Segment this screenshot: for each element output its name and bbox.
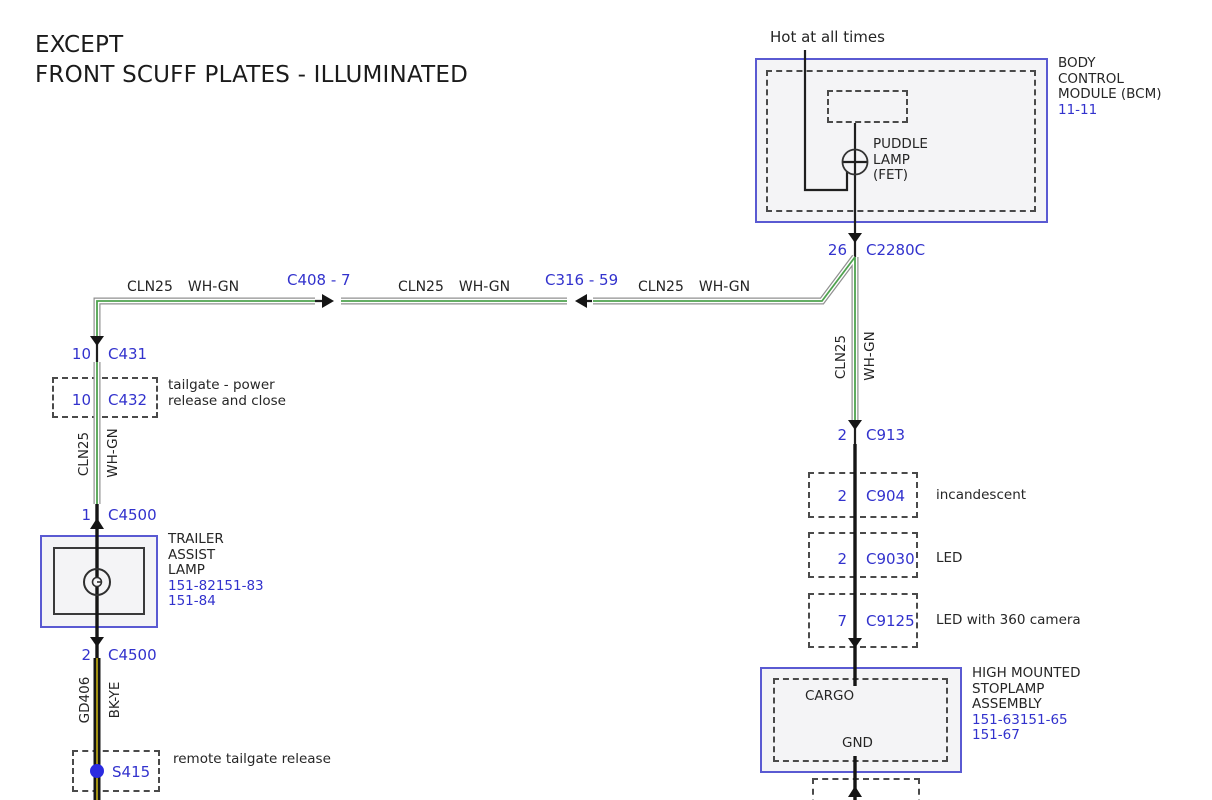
trailer-lamp-line1: TRAILER	[168, 531, 224, 547]
wire-label-seg3: CLN25 WH-GN	[638, 279, 750, 295]
trailer-assist-lamp-label: TRAILER ASSIST LAMP 151-82151-83 151-84	[168, 531, 264, 610]
trailer-lamp-page-ref2[interactable]: 151-84	[168, 593, 216, 609]
fet-symbol-icon	[841, 148, 869, 176]
splice-s415-box	[72, 750, 160, 792]
c2280c-pin: 26	[827, 241, 847, 259]
stoplamp-inner-dashed-box	[773, 678, 948, 762]
c9125-note: LED with 360 camera	[936, 612, 1081, 628]
c431-pin: 10	[71, 345, 91, 363]
ground-drop-color-label: BK-YE	[107, 681, 123, 719]
c432-note-line1: tailgate - power	[168, 377, 275, 393]
c432-note: tailgate - power release and close	[168, 377, 286, 409]
stoplamp-line2: STOPLAMP	[972, 680, 1045, 697]
puddle-lamp-label: PUDDLE LAMP (FET)	[873, 136, 928, 184]
wire-color-code: WH-GN	[187, 279, 240, 295]
page-title-line2: FRONT SCUFF PLATES - ILLUMINATED	[35, 62, 468, 88]
black-wire	[95, 50, 868, 444]
left-drop-circuit-label: CLN25	[76, 431, 92, 477]
power-feed-label: Hot at all times	[770, 28, 885, 46]
puddle-lamp-line3: (FET)	[873, 167, 909, 183]
s415-name[interactable]: S415	[112, 763, 151, 781]
c904-pin: 2	[837, 487, 847, 505]
wire-label-seg2: CLN25 WH-GN	[398, 279, 510, 295]
c904-note: incandescent	[936, 487, 1027, 503]
connector-c9030-box	[808, 532, 918, 578]
bcm-label: BODY CONTROL MODULE (BCM) 11-11	[1058, 55, 1162, 118]
c432-pin: 10	[71, 391, 91, 409]
stoplamp-assembly-label: HIGH MOUNTED STOPLAMP ASSEMBLY 151-63151…	[972, 665, 1081, 744]
bcm-name-line3: MODULE (BCM)	[1058, 86, 1162, 102]
c9030-note: LED	[936, 550, 963, 566]
wire-wh-gn	[93, 254, 859, 504]
page-title-line1: EXCEPT	[35, 32, 124, 58]
stoplamp-gnd-pin: GND	[842, 735, 873, 751]
c9030-name[interactable]: C9030	[866, 550, 915, 568]
stoplamp-assembly-box	[760, 667, 962, 773]
connector-c904-box	[808, 472, 918, 518]
wire-color-code: WH-GN	[698, 279, 751, 295]
stoplamp-line1: HIGH MOUNTED	[972, 665, 1081, 681]
puddle-lamp-line1: PUDDLE	[873, 136, 928, 152]
right-drop-color-label: WH-GN	[862, 331, 878, 381]
trailer-lamp-line3: LAMP	[168, 562, 205, 578]
c2280c-name[interactable]: C2280C	[866, 241, 926, 259]
wire-arrows	[90, 233, 862, 797]
bcm-page-ref[interactable]: 11-11	[1058, 101, 1098, 118]
s415-note: remote tailgate release	[173, 751, 331, 767]
bcm-name-line1: BODY	[1058, 55, 1096, 71]
c9030-pin: 2	[837, 550, 847, 568]
wire-circuit: CLN25	[398, 279, 444, 295]
trailer-assist-lamp-inner-box	[53, 547, 145, 615]
bcm-inner-dashed-box	[766, 70, 1036, 212]
left-drop-color-label: WH-GN	[105, 428, 121, 478]
bcm-driver-dashed-box	[827, 90, 908, 123]
c408-inline-connector[interactable]: C408 - 7	[287, 271, 351, 289]
wire-circuit: CLN25	[638, 279, 684, 295]
stoplamp-page-ref2[interactable]: 151-67	[972, 727, 1020, 743]
trailer-lamp-line2: ASSIST	[168, 546, 216, 563]
page-title: EXCEPT FRONT SCUFF PLATES - ILLUMINATED	[35, 30, 468, 90]
c9125-name[interactable]: C9125	[866, 612, 915, 630]
black-wire-thick	[95, 444, 857, 800]
connector-c432-box	[52, 377, 158, 418]
stoplamp-cargo-pin: CARGO	[805, 688, 855, 704]
c4500-bottom-pin: 2	[81, 646, 91, 664]
ground-drop-circuit-label: GD406	[77, 676, 93, 724]
c9125-pin: 7	[837, 612, 847, 630]
connector-c9125-box	[808, 593, 918, 648]
bcm-name-line2: CONTROL	[1058, 70, 1124, 87]
c431-name[interactable]: C431	[108, 345, 148, 363]
puddle-lamp-line2: LAMP	[873, 151, 910, 168]
lamp-symbol-icon	[83, 568, 111, 596]
c904-name[interactable]: C904	[866, 487, 906, 505]
trailer-lamp-page-ref1[interactable]: 151-82151-83	[168, 577, 264, 594]
right-drop-circuit-label: CLN25	[833, 334, 849, 380]
c316-inline-connector[interactable]: C316 - 59	[545, 271, 619, 289]
c4500-top-pin: 1	[81, 506, 91, 524]
c432-note-line2: release and close	[168, 392, 286, 409]
c432-name[interactable]: C432	[108, 391, 148, 409]
wire-circuit: CLN25	[127, 279, 173, 295]
c913-pin: 2	[837, 426, 847, 444]
wire-color-code: WH-GN	[458, 279, 511, 295]
c913-name[interactable]: C913	[866, 426, 906, 444]
c4500-top-name[interactable]: C4500	[108, 506, 157, 524]
wire-label-seg1: CLN25 WH-GN	[127, 279, 239, 295]
stoplamp-page-ref1[interactable]: 151-63151-65	[972, 711, 1068, 728]
splice-dot-icon	[90, 764, 104, 778]
stoplamp-line3: ASSEMBLY	[972, 696, 1042, 712]
bcm-box	[755, 58, 1048, 223]
c4500-bottom-name[interactable]: C4500	[108, 646, 157, 664]
ground-dashed-box	[812, 778, 920, 800]
